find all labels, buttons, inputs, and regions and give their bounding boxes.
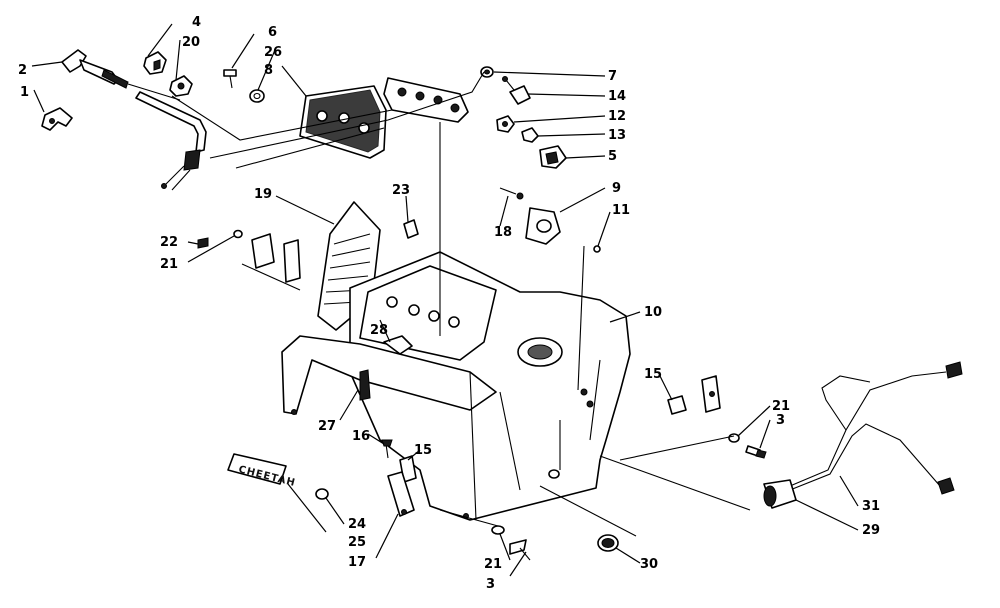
part-clip-right	[667, 375, 721, 415]
callout-5: 5	[608, 149, 617, 164]
part-choke-knob	[143, 51, 167, 75]
part-washer	[249, 89, 265, 103]
part-washer-right	[728, 433, 740, 443]
callout-23: 23	[392, 183, 410, 198]
part-fuel-plate	[525, 207, 561, 245]
callout-30: 30	[640, 557, 658, 572]
part-retainer	[315, 488, 329, 500]
part-screw-left	[197, 237, 209, 249]
callout-12: 12	[608, 109, 626, 124]
callout-1: 1	[20, 85, 29, 100]
callout-19: 19	[254, 187, 272, 202]
callout-7: 7	[608, 69, 617, 84]
part-wire-harness	[789, 361, 963, 495]
callout-15-lower: 15	[414, 443, 432, 458]
part-screw	[223, 69, 237, 89]
part-fuel-stud	[499, 187, 524, 200]
part-vent-bracket	[251, 233, 301, 283]
callout-25: 25	[348, 535, 366, 550]
callout-20: 20	[182, 35, 200, 50]
part-washer-small	[480, 66, 494, 78]
callout-18: 18	[494, 225, 512, 240]
part-instrument-bezel	[299, 85, 387, 159]
callout-15-right: 15	[644, 367, 662, 382]
callout-29: 29	[862, 523, 880, 538]
callout-8: 8	[264, 63, 273, 78]
callout-9: 9	[612, 181, 621, 196]
part-decal: CHEETAH	[227, 453, 297, 489]
assembly-lines	[171, 71, 751, 537]
part-throttle-cable	[135, 91, 207, 191]
callout-24: 24	[348, 517, 366, 532]
callout-26: 26	[264, 45, 282, 60]
part-screw-11	[593, 245, 601, 253]
part-washer-left	[233, 229, 243, 239]
part-washer-bottom	[491, 525, 505, 535]
callout-17: 17	[348, 555, 366, 570]
callout-labels: 1 2 4 20 6 26 8 7 14 12 13 5 19 23 9 11 …	[18, 15, 880, 592]
callout-31: 31	[862, 499, 880, 514]
part-bracket-17	[387, 471, 415, 517]
part-bracket-28	[383, 335, 413, 355]
part-switch-plate	[383, 77, 469, 123]
callout-11: 11	[612, 203, 630, 218]
callout-3-bottom: 3	[486, 577, 495, 592]
part-console-housing	[281, 251, 631, 521]
leader-lines	[31, 23, 859, 577]
part-nut-13	[521, 127, 539, 143]
part-connector	[763, 479, 797, 509]
part-screw-right	[745, 445, 767, 459]
callout-10: 10	[644, 305, 662, 320]
callout-28: 28	[370, 323, 388, 338]
part-throttle-bracket	[41, 107, 73, 131]
callout-22: 22	[160, 235, 178, 250]
part-choke-nut	[169, 75, 193, 97]
part-screw-bottom	[509, 539, 531, 561]
callout-21-bottom: 21	[484, 557, 502, 572]
callout-27: 27	[318, 419, 336, 434]
callout-4: 4	[192, 15, 201, 30]
callout-21-left: 21	[160, 257, 178, 272]
callout-13: 13	[608, 128, 626, 143]
callout-2: 2	[18, 63, 27, 78]
part-throttle-lever	[61, 49, 181, 101]
part-ignition-switch	[539, 145, 567, 169]
part-clip-23	[403, 219, 419, 239]
part-rivet-16	[381, 439, 393, 459]
callout-14: 14	[608, 89, 626, 104]
callout-21-right: 21	[772, 399, 790, 414]
callout-3-right: 3	[776, 413, 785, 428]
part-toggle-switch	[502, 76, 531, 105]
callout-16: 16	[352, 429, 370, 444]
part-nut-12	[496, 115, 515, 133]
part-grommet	[597, 534, 619, 552]
callout-6: 6	[268, 25, 277, 40]
